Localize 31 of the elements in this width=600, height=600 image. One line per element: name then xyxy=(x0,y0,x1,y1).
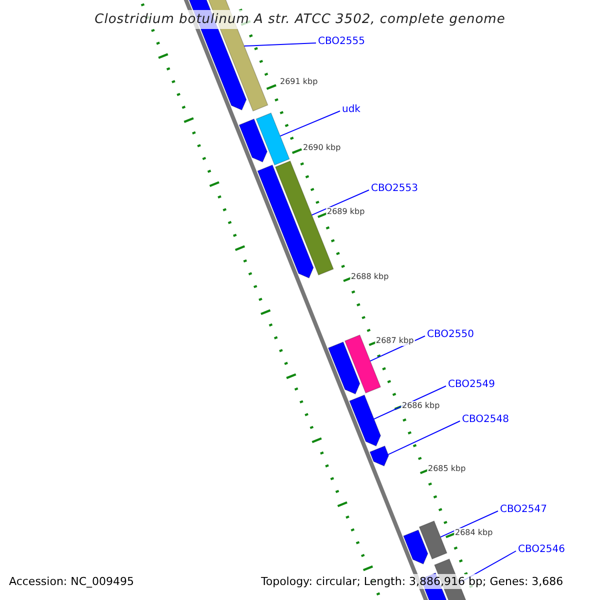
tick-label: 2689 kbp xyxy=(326,207,366,217)
gene-label: CBO2549 xyxy=(448,380,495,390)
leader-line xyxy=(244,42,316,47)
gene-feature xyxy=(369,446,389,466)
gene-label: CBO2547 xyxy=(500,505,547,515)
leader-line xyxy=(388,420,460,456)
gene-feature xyxy=(403,530,428,564)
gene-feature xyxy=(418,520,448,560)
tick-label: 2685 kbp xyxy=(427,464,467,474)
tick-label: 2688 kbp xyxy=(350,272,390,282)
gene-label: udk xyxy=(342,105,360,115)
leader-line xyxy=(311,190,370,216)
gene-label: CBO2546 xyxy=(518,545,565,555)
leader-line xyxy=(280,110,340,137)
gene-label: CBO2553 xyxy=(371,184,418,194)
genome-summary-text: Topology: circular; Length: 3,886,916 bp; Genes: 3,686 xyxy=(261,574,564,589)
accession-text: Accession: NC_009495 xyxy=(9,574,134,589)
gene-feature xyxy=(328,342,360,394)
gene-label: CBO2555 xyxy=(318,37,365,47)
tick-label: 2687 kbp xyxy=(375,336,415,346)
gene-label: CBO2550 xyxy=(427,330,474,340)
tick-label: 2690 kbp xyxy=(302,143,342,153)
gene-feature xyxy=(256,112,290,166)
gene-feature xyxy=(257,164,314,278)
gene-label: CBO2548 xyxy=(462,415,509,425)
gene-feature xyxy=(349,394,381,446)
tick-label: 2684 kbp xyxy=(454,528,494,538)
leader-line xyxy=(440,510,498,538)
gene-feature xyxy=(238,118,268,162)
tick-label: 2686 kbp xyxy=(401,401,441,411)
tick-label: 2691 kbp xyxy=(279,77,319,87)
